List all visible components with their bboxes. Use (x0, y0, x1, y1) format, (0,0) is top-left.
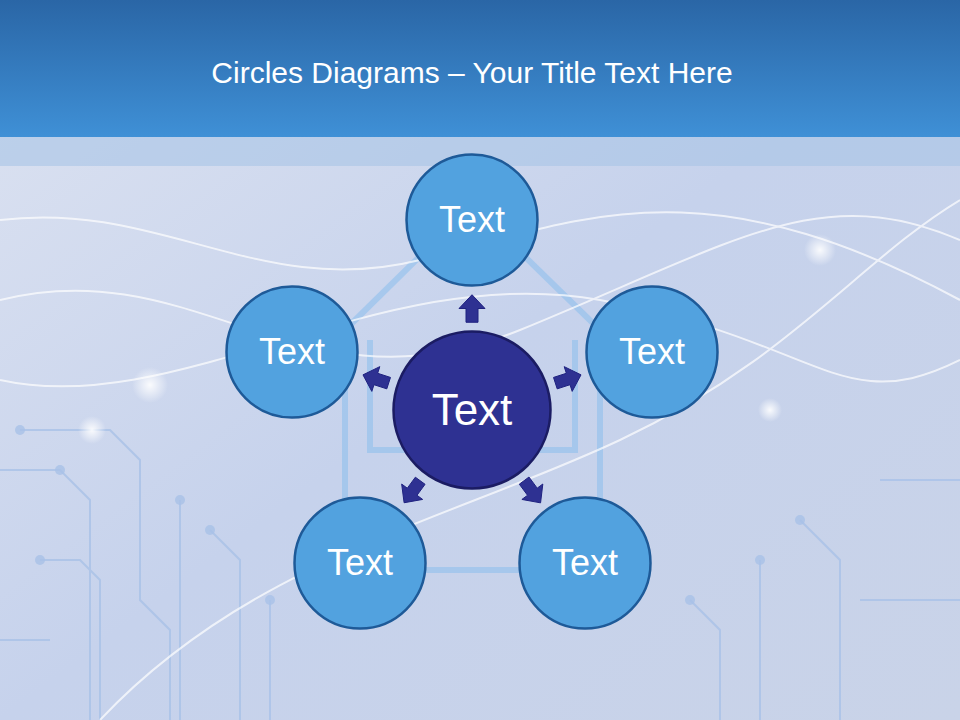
circle-shape (227, 287, 358, 418)
circle-label: Text (259, 331, 325, 372)
glow-dot (758, 398, 782, 422)
glow-dot (78, 416, 106, 444)
satellite-circle: Text (405, 153, 539, 287)
block-arrow (363, 367, 390, 392)
block-arrow (519, 477, 542, 503)
circle-label: Text (327, 542, 393, 583)
title: Circles Diagrams – Your Title Text Here (0, 53, 944, 93)
satellite-circle: Text (518, 496, 652, 630)
circle-shape (407, 155, 538, 286)
circle-label: Text (439, 199, 505, 240)
block-arrow (459, 295, 485, 323)
satellite-circle: Text (225, 285, 359, 419)
block-arrow (554, 367, 581, 392)
circle-shape (394, 332, 551, 489)
circle-shape (587, 287, 718, 418)
header-bar (0, 0, 960, 137)
circle-label: Text (432, 385, 513, 436)
satellite-circle: Text (585, 285, 719, 419)
block-arrow (402, 477, 425, 503)
circle-shape (295, 498, 426, 629)
circle-label: Text (619, 331, 685, 372)
glow-dot (132, 367, 168, 403)
circle-shape (520, 498, 651, 629)
glow-dot (804, 234, 836, 266)
circle-label: Text (552, 542, 618, 583)
hub-circle: Text (392, 330, 552, 490)
satellite-circle: Text (293, 496, 427, 630)
